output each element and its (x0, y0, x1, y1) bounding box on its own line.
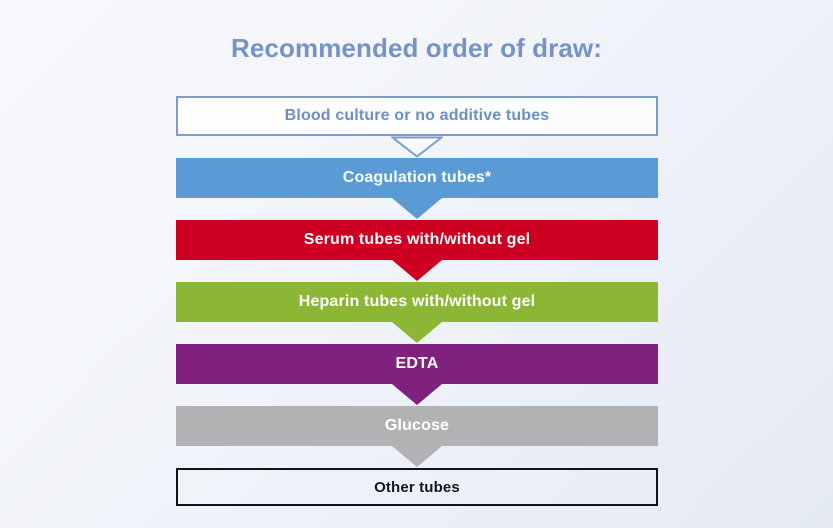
flow-step-edta: EDTA (176, 344, 658, 406)
flow-bar-serum[interactable]: Serum tubes with/without gel (176, 220, 658, 260)
flow-bar-edta[interactable]: EDTA (176, 344, 658, 384)
arrow-down-icon (392, 322, 442, 343)
flow-bar-heparin[interactable]: Heparin tubes with/without gel (176, 282, 658, 322)
order-of-draw-flowchart: Blood culture or no additive tubes Coagu… (176, 96, 658, 506)
flow-bar-other-tubes[interactable]: Other tubes (176, 468, 658, 506)
flow-step-heparin: Heparin tubes with/without gel (176, 282, 658, 344)
flow-arrow-2-wrapper (176, 198, 658, 220)
flow-step-serum: Serum tubes with/without gel (176, 220, 658, 282)
flow-bar-blood-culture[interactable]: Blood culture or no additive tubes (176, 96, 658, 136)
flow-arrow-3-wrapper (176, 260, 658, 282)
flow-step-other-tubes: Other tubes (176, 468, 658, 506)
arrow-down-outline-icon (391, 136, 443, 158)
flow-step-blood-culture: Blood culture or no additive tubes (176, 96, 658, 158)
page-title: Recommended order of draw: (231, 33, 602, 63)
flow-step-glucose: Glucose (176, 406, 658, 468)
flow-bar-coagulation[interactable]: Coagulation tubes* (176, 158, 658, 198)
flow-step-coagulation: Coagulation tubes* (176, 158, 658, 220)
arrow-down-icon (392, 446, 442, 467)
flow-arrow-5-wrapper (176, 384, 658, 406)
flow-arrow-6-wrapper (176, 446, 658, 468)
flow-arrow-1-wrapper (176, 136, 658, 158)
flow-arrow-4-wrapper (176, 322, 658, 344)
arrow-down-icon (392, 198, 442, 219)
arrow-down-icon (392, 384, 442, 405)
flow-bar-glucose[interactable]: Glucose (176, 406, 658, 446)
arrow-down-icon (392, 260, 442, 281)
